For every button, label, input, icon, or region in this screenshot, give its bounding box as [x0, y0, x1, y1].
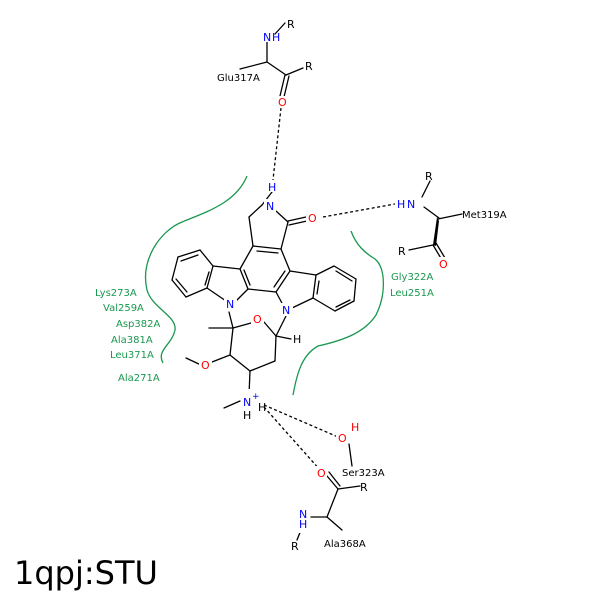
diagram-title: 1qpj:STU — [14, 554, 158, 592]
atom-met-r2: R — [398, 245, 406, 258]
atom-hb1-h: H — [268, 181, 276, 194]
atom-ala-h: H — [299, 518, 307, 531]
hydrophobic-arc-left — [145, 175, 248, 364]
hydrophobic-arc-right — [292, 230, 385, 396]
residue-label-ser323: Ser323A — [342, 468, 385, 479]
hbond-met319 — [322, 203, 396, 218]
atom-met-o: O — [439, 258, 448, 271]
atom-amine-plus: + — [252, 392, 260, 402]
atom-ala-r1: R — [360, 481, 368, 494]
atom-sugar-h: H — [293, 333, 301, 346]
hydrophobic-label: Leu251A — [390, 288, 434, 299]
hydrophobic-labels-left: Lys273A Val259A Asp382A Ala381A Leu371A … — [95, 288, 160, 384]
atom-ala-o: O — [317, 467, 326, 480]
hydrophobic-label: Ala381A — [111, 335, 153, 346]
hydrophobic-label: Ala271A — [118, 373, 160, 384]
atom-amine-h2: H — [243, 409, 251, 422]
residue-labels: Glu317A Met319A Ser323A Ala368A — [217, 73, 507, 550]
atom-met-n: N — [407, 198, 415, 211]
atom-label-backgrounds — [199, 29, 449, 533]
atom-methoxy-o: O — [201, 359, 210, 372]
residue-met319-fragment — [408, 180, 463, 261]
hydrophobic-label: Leu371A — [110, 350, 154, 361]
atom-labels: R N H R O H N O R H N R O N N O H O N + … — [201, 18, 448, 553]
atom-glu-r2: R — [305, 60, 313, 73]
atom-ser-o: O — [338, 432, 347, 445]
residue-label-glu317: Glu317A — [217, 73, 260, 84]
atom-amine-n: N — [243, 396, 251, 409]
atom-ring-n: N — [266, 200, 274, 213]
atom-glu-r1: R — [287, 18, 295, 31]
atom-ser-h: H — [351, 421, 359, 434]
atom-amine-h1: H — [258, 401, 266, 414]
atom-indole-n-right: N — [282, 304, 290, 317]
residue-label-ala368: Ala368A — [324, 539, 366, 550]
atom-lactam-o: O — [308, 212, 317, 225]
atom-met-r1: R — [425, 170, 433, 183]
hydrophobic-label: Asp382A — [116, 319, 160, 330]
atom-ala-n: N — [299, 508, 307, 521]
hydrophobic-label: Lys273A — [95, 288, 137, 299]
hydrophobic-label: Gly322A — [391, 272, 434, 283]
hbond-ala368 — [263, 406, 322, 472]
ligand-skeleton — [171, 191, 357, 409]
hydrophobic-labels-right: Gly322A Leu251A — [390, 272, 434, 299]
residue-label-met319: Met319A — [462, 210, 507, 221]
atom-glu-n: N — [263, 31, 271, 44]
hbond-ser323 — [263, 404, 339, 438]
residue-glu317-fragment — [239, 22, 304, 98]
atom-met-h: H — [397, 198, 405, 211]
atom-indole-n-left: N — [226, 298, 234, 311]
atom-sugar-o: O — [253, 313, 262, 326]
atom-glu-o: O — [278, 96, 287, 109]
atom-ala-r2: R — [291, 540, 299, 553]
hydrophobic-label: Val259A — [103, 303, 144, 314]
hbond-glu317 — [272, 107, 282, 181]
atom-glu-h: H — [272, 31, 280, 44]
